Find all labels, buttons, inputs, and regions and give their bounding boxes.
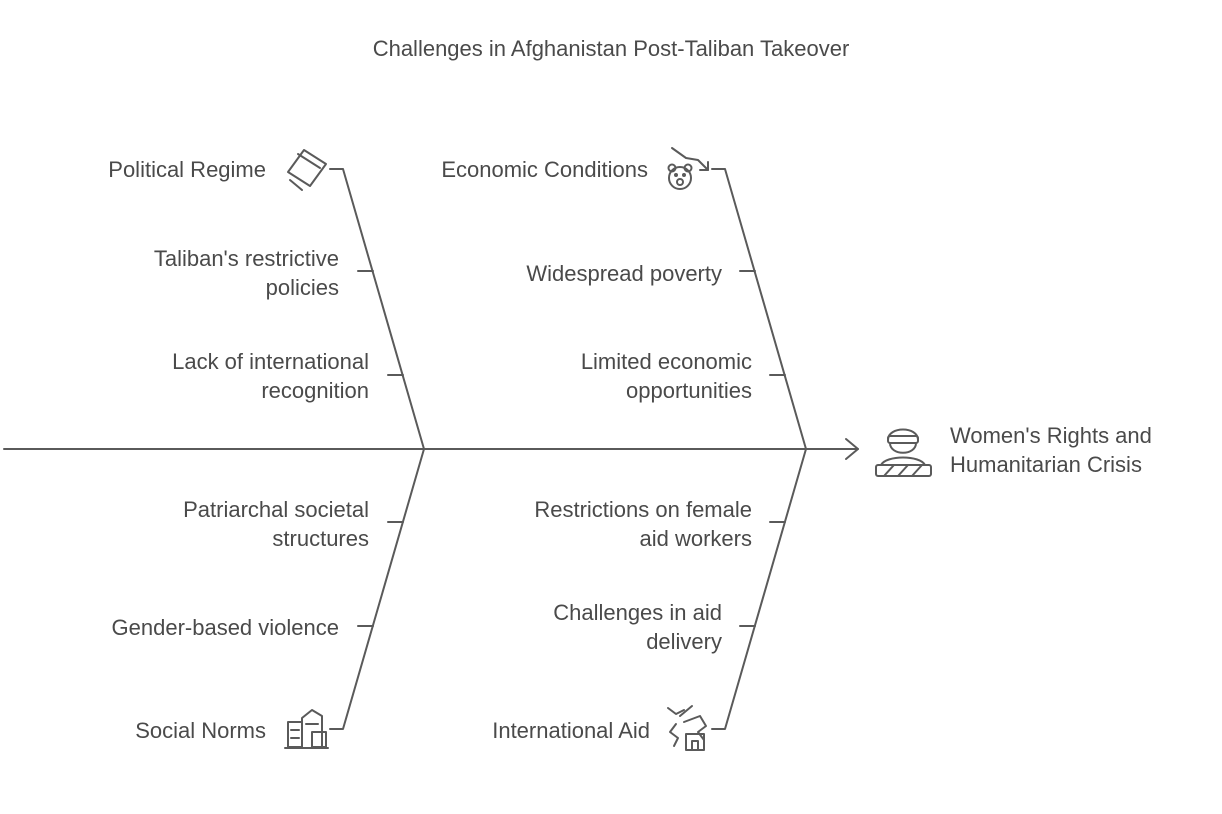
bone-international-aid <box>711 448 807 730</box>
buildings-icon <box>284 709 329 749</box>
cause-lack-recognition: Lack of international recognition <box>172 349 369 403</box>
cause-taliban-policies: Taliban's restrictive policies <box>153 246 339 300</box>
woman-icon <box>875 428 932 477</box>
cause-patriarchal-structures: Patriarchal societal structures <box>183 497 369 551</box>
effect-label: Women's Rights and Humanitarian Crisis <box>950 423 1152 477</box>
cause-gender-violence: Gender-based violence <box>111 615 339 640</box>
category-economic-conditions: Economic Conditions <box>441 157 648 182</box>
category-international-aid: International Aid <box>492 718 650 743</box>
spine-arrowhead <box>845 438 859 460</box>
bear-market-icon <box>667 147 709 190</box>
bone-political-regime <box>329 168 425 450</box>
category-social-norms: Social Norms <box>135 718 266 743</box>
cause-aid-delivery: Challenges in aid delivery <box>553 600 722 654</box>
cause-limited-opportunities: Limited economic opportunities <box>580 349 752 403</box>
cause-female-aid-workers: Restrictions on female aid workers <box>534 497 752 551</box>
bone-economic-conditions <box>711 168 807 450</box>
diamond-flag-icon <box>287 149 327 191</box>
broken-house-icon <box>667 705 707 751</box>
category-political-regime: Political Regime <box>108 157 266 182</box>
diagram-title: Challenges in Afghanistan Post-Taliban T… <box>372 36 850 61</box>
cause-widespread-poverty: Widespread poverty <box>526 261 722 286</box>
bone-social-norms <box>329 448 425 730</box>
